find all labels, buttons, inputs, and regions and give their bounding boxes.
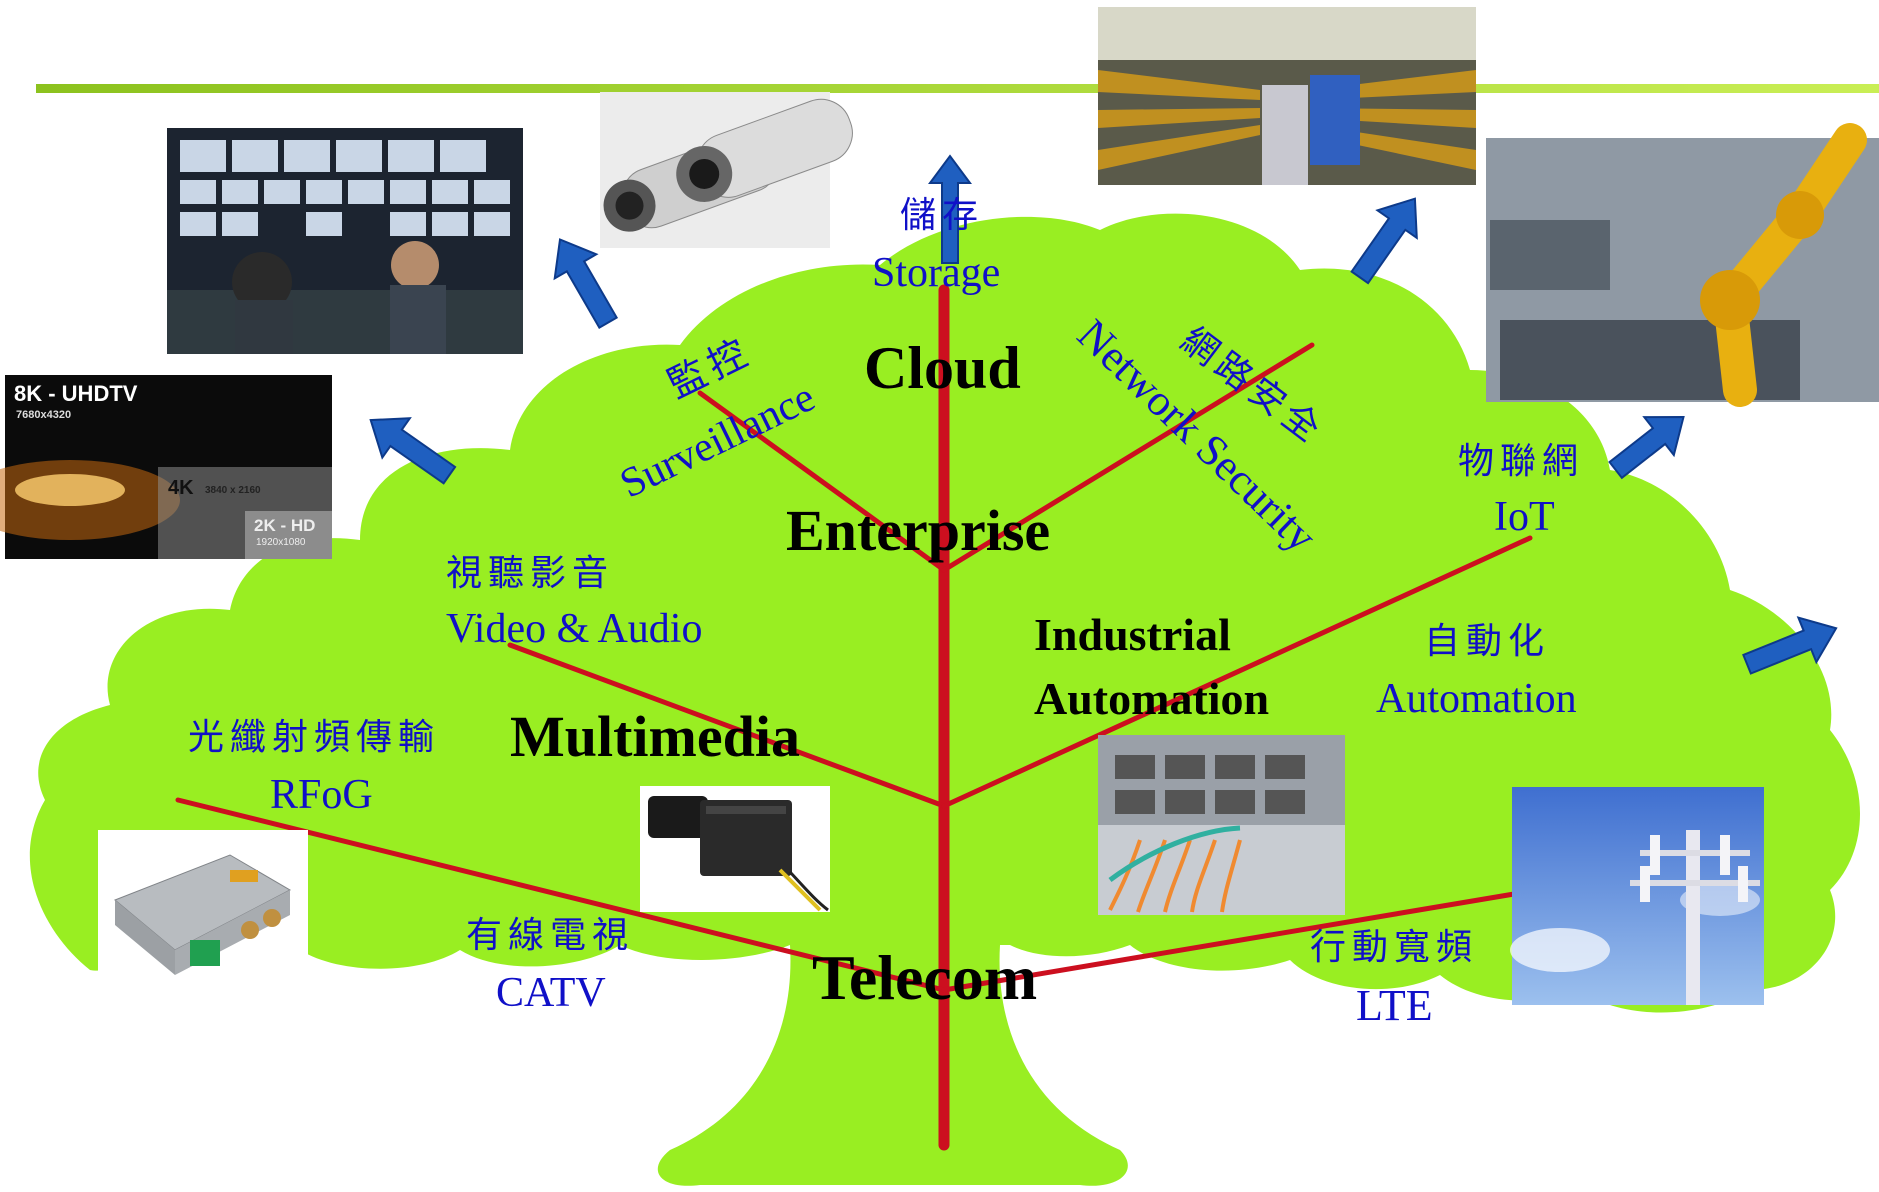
uhdtv-4k-title: 4K <box>168 477 194 499</box>
video-audio-label-en: Video & Audio <box>446 606 703 652</box>
top-rule <box>36 84 1879 93</box>
storage-label-en: Storage <box>872 250 1001 296</box>
rfog-label-zh: 光纖射頻傳輸 <box>188 717 441 758</box>
category-industrial-automation-line1: Industrial <box>1034 609 1231 660</box>
iot-label-en: IoT <box>1494 494 1555 540</box>
arrow-icon <box>1742 616 1838 675</box>
category-telecom: Telecom <box>812 942 1038 1013</box>
uhdtv-title: 8K - UHDTV <box>14 381 138 406</box>
arrow-icon <box>928 154 972 264</box>
control-room-image <box>167 128 523 354</box>
lte-label-zh: 行動寬頻 <box>1310 927 1479 968</box>
data-center-image <box>1098 7 1476 185</box>
storage-label-zh: 儲存 <box>900 195 985 236</box>
automation-label-zh: 自動化 <box>1424 621 1551 662</box>
uhdtv-res-8k: 7680x4320 <box>16 409 72 421</box>
uhdtv-2k-res: 1920x1080 <box>256 537 306 548</box>
surveillance-camera-image <box>600 92 853 248</box>
rfog-label-en: RFoG <box>270 772 373 818</box>
branch-video-audio <box>507 642 947 809</box>
category-multimedia: Multimedia <box>510 704 800 769</box>
arrow-icon <box>1350 197 1418 285</box>
uhdtv-4k-res: 3840 x 2160 <box>205 485 261 496</box>
category-cloud: Cloud <box>864 335 1021 401</box>
branch-iot <box>941 535 1533 809</box>
category-industrial-automation-line2: Automation <box>1034 673 1270 724</box>
branch-surveillance <box>697 390 947 573</box>
broadcast-camera-image <box>640 786 830 912</box>
uhdtv-2k-title: 2K - HD <box>254 516 316 535</box>
arrow-icon <box>1608 415 1685 480</box>
robot-arm-image <box>1486 123 1879 407</box>
category-enterprise: Enterprise <box>786 498 1051 563</box>
arrow-icon <box>369 417 457 485</box>
video-audio-label-zh: 視聽影音 <box>446 553 615 594</box>
iot-label-zh: 物聯網 <box>1458 441 1585 482</box>
branch-network-security <box>941 342 1315 573</box>
uhdtv-image <box>0 375 332 559</box>
rfog-node-image <box>98 830 308 995</box>
branch-lte <box>941 890 1523 993</box>
fiber-switch-image <box>1098 735 1345 915</box>
lte-label-en: LTE <box>1356 981 1433 1030</box>
automation-label-en: Automation <box>1376 676 1577 722</box>
catv-label-en: CATV <box>496 970 606 1016</box>
catv-label-zh: 有線電視 <box>466 915 635 956</box>
arrow-icon <box>553 238 619 329</box>
cell-tower-image <box>1510 787 1764 1005</box>
